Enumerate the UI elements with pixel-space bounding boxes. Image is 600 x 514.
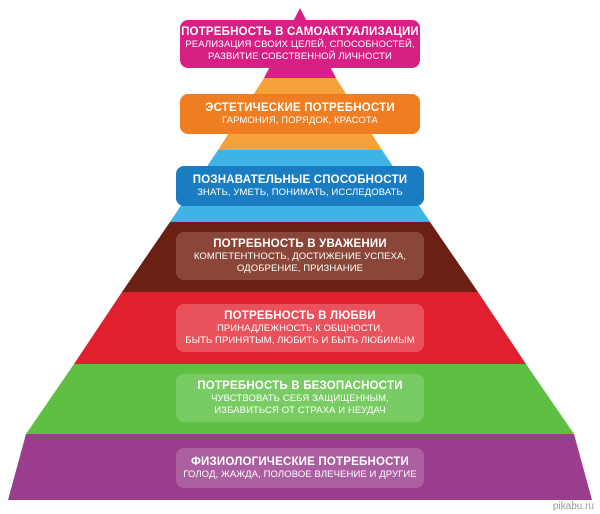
level-self-actualization: ПОТРЕБНОСТЬ В САМОАКТУАЛИЗАЦИИ РЕАЛИЗАЦИ… bbox=[180, 20, 420, 68]
level-esteem: ПОТРЕБНОСТЬ В УВАЖЕНИИ КОМПЕТЕНТНОСТЬ, Д… bbox=[176, 232, 424, 280]
level-desc: РАЗВИТИЕ СОБСТВЕННОЙ ЛИЧНОСТИ bbox=[208, 51, 392, 62]
level-desc: ПРИНАДЛЕЖНОСТЬ К ОБЩНОСТИ, bbox=[216, 323, 384, 334]
level-desc: ГАРМОНИЯ, ПОРЯДОК, КРАСОТА bbox=[222, 115, 378, 126]
level-physiological: ФИЗИОЛОГИЧЕСКИЕ ПОТРЕБНОСТИ ГОЛОД, ЖАЖДА… bbox=[176, 448, 424, 488]
level-title: ЭСТЕТИЧЕСКИЕ ПОТРЕБНОСТИ bbox=[205, 102, 395, 114]
level-desc: КОМПЕТЕНТНОСТЬ, ДОСТИЖЕНИЕ УСПЕХА, bbox=[193, 251, 407, 262]
level-desc: ЗНАТЬ, УМЕТЬ, ПОНИМАТЬ, ИССЛЕДОВАТЬ bbox=[197, 187, 403, 198]
level-title: ПОТРЕБНОСТЬ В УВАЖЕНИИ bbox=[213, 238, 387, 250]
level-desc: ЧУВСТВОВАТЬ СЕБЯ ЗАЩИЩЕННЫМ, bbox=[211, 393, 389, 404]
level-desc: РЕАЛИЗАЦИЯ СВОИХ ЦЕЛЕЙ, СПОСОБНОСТЕЙ, bbox=[185, 39, 415, 50]
level-title: ФИЗИОЛОГИЧЕСКИЕ ПОТРЕБНОСТИ bbox=[190, 456, 409, 468]
level-desc: ОДОБРЕНИЕ, ПРИЗНАНИЕ bbox=[236, 263, 364, 274]
level-title: ПОТРЕБНОСТЬ В САМОАКТУАЛИЗАЦИИ bbox=[181, 26, 419, 38]
level-title: ПОТРЕБНОСТЬ В БЕЗОПАСНОСТИ bbox=[197, 380, 403, 392]
watermark: pikabu.ru bbox=[552, 501, 594, 512]
level-cognitive: ПОЗНАВАТЕЛЬНЫЕ СПОСОБНОСТИ ЗНАТЬ, УМЕТЬ,… bbox=[176, 166, 424, 206]
level-title: ПОТРЕБНОСТЬ В ЛЮБВИ bbox=[224, 310, 376, 322]
level-desc: ИЗБАВИТЬСЯ ОТ СТРАХА И НЕУДАЧ bbox=[214, 405, 386, 416]
level-aesthetic: ЭСТЕТИЧЕСКИЕ ПОТРЕБНОСТИ ГАРМОНИЯ, ПОРЯД… bbox=[180, 94, 420, 134]
level-love: ПОТРЕБНОСТЬ В ЛЮБВИ ПРИНАДЛЕЖНОСТЬ К ОБЩ… bbox=[176, 304, 424, 352]
level-safety: ПОТРЕБНОСТЬ В БЕЗОПАСНОСТИ ЧУВСТВОВАТЬ С… bbox=[176, 374, 424, 422]
level-desc: ГОЛОД, ЖАЖДА, ПОЛОВОЕ ВЛЕЧЕНИЕ И ДРУГИЕ bbox=[183, 469, 417, 480]
level-title: ПОЗНАВАТЕЛЬНЫЕ СПОСОБНОСТИ bbox=[192, 174, 408, 186]
level-desc: БЫТЬ ПРИНЯТЫМ, ЛЮБИТЬ И БЫТЬ ЛЮБИМЫМ bbox=[185, 335, 415, 346]
